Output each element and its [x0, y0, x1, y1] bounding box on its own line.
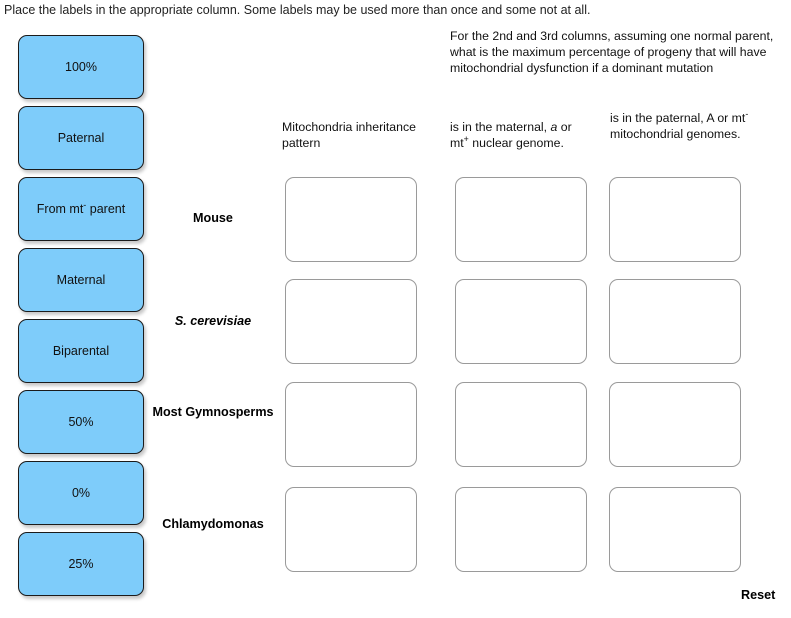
label-tile[interactable]: 25% [18, 532, 144, 596]
dropzone-cell[interactable] [285, 487, 417, 572]
row-label-mouse: Mouse [193, 211, 233, 225]
prompt-text: For the 2nd and 3rd columns, assuming on… [450, 29, 774, 75]
label-tile[interactable]: 100% [18, 35, 144, 99]
label-tile-text: From mt- parent [36, 199, 126, 216]
instruction-text: Place the labels in the appropriate colu… [4, 3, 591, 17]
label-tile-text: 100% [65, 60, 97, 74]
dropzone-cell[interactable] [455, 279, 587, 364]
dropzone-cell[interactable] [285, 177, 417, 262]
label-tile-stack: 100% Paternal From mt- parent Maternal B… [18, 35, 146, 603]
label-tile[interactable]: Maternal [18, 248, 144, 312]
dropzone-cell[interactable] [285, 382, 417, 467]
dropzone-cell[interactable] [609, 177, 741, 262]
label-tile[interactable]: Biparental [18, 319, 144, 383]
reset-button[interactable]: Reset [741, 588, 776, 602]
label-tile-text: 25% [68, 557, 94, 571]
dropzone-cell[interactable] [455, 487, 587, 572]
label-tile-text: Biparental [52, 344, 110, 358]
column-header-maternal-nuclear: is in the maternal, a or mt+ nuclear gen… [450, 120, 572, 150]
label-tile-text: Paternal [57, 131, 105, 145]
dropzone-cell[interactable] [285, 279, 417, 364]
label-tile-text: 50% [68, 415, 94, 429]
column-header-paternal-mitochondrial: is in the paternal, A or mt- mitochondri… [610, 108, 749, 141]
label-tile-text: 0% [71, 486, 91, 500]
label-tile[interactable]: From mt- parent [18, 177, 144, 241]
dropzone-cell[interactable] [609, 487, 741, 572]
column-header-inheritance-pattern: Mitochondria inheritance pattern [282, 120, 416, 150]
dropzone-cell[interactable] [609, 382, 741, 467]
label-tile-text: Maternal [56, 273, 106, 287]
dropzone-cell[interactable] [609, 279, 741, 364]
row-label-chlamydomonas: Chlamydomonas [162, 517, 264, 531]
dropzone-cell[interactable] [455, 382, 587, 467]
row-label-s-cerevisiae: S. cerevisiae [174, 314, 252, 328]
label-tile[interactable]: Paternal [18, 106, 144, 170]
label-tile[interactable]: 0% [18, 461, 144, 525]
dropzone-cell[interactable] [455, 177, 587, 262]
label-tile[interactable]: 50% [18, 390, 144, 454]
row-label-most-gymnosperms: Most Gymnosperms [152, 405, 274, 419]
